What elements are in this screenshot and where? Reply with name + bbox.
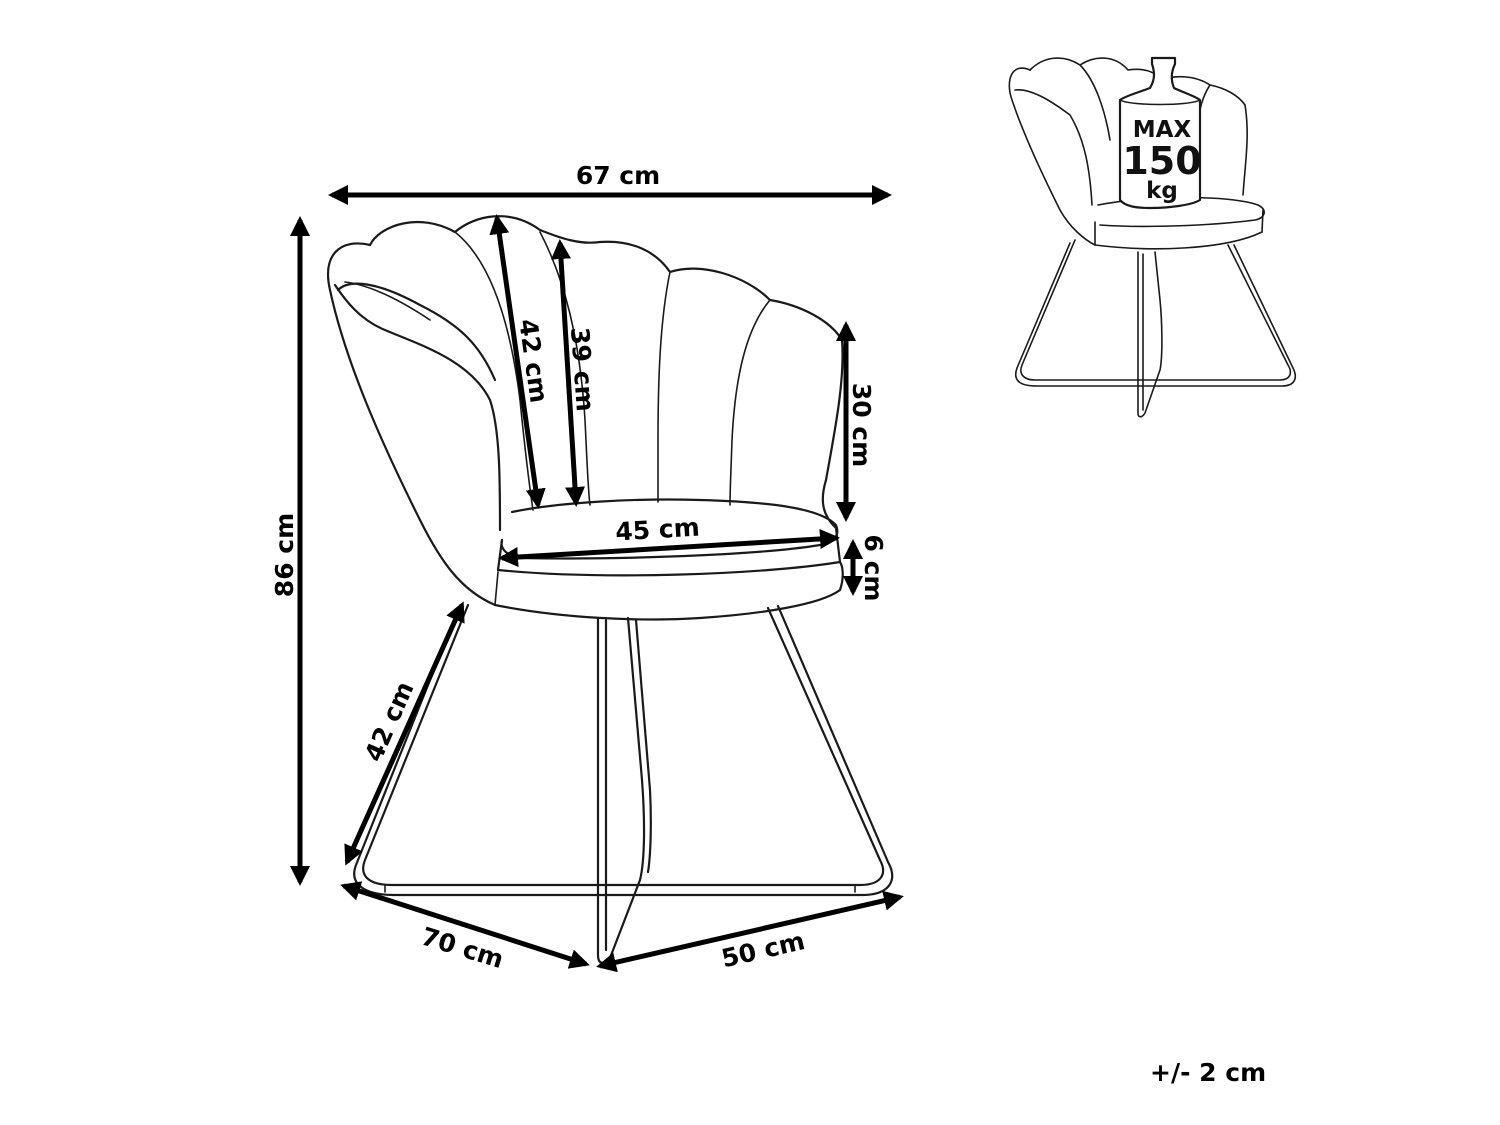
label-depth: 70 cm [418,922,507,974]
dim-line-depth [340,881,590,969]
label-seat-thickness: 6 cm [859,535,888,602]
label-height: 86 cm [270,513,299,597]
label-seat-width: 45 cm [615,513,701,547]
dimension-lines [290,185,904,973]
dim-line-back-inner [551,239,585,507]
load-badge-value: 150 [1122,139,1201,183]
dim-line-seat-width [498,528,840,568]
label-width: 67 cm [576,161,660,190]
load-badge-max: MAX [1133,117,1192,143]
dim-line-base-width [596,890,904,973]
load-badge-unit: kg [1146,178,1178,204]
label-armrest: 30 cm [847,383,876,467]
label-back-inner: 39 cm [565,326,600,412]
dim-line-seat-height [344,601,465,866]
weight-jar-icon [1118,56,1202,210]
dim-line-back-outer [489,214,546,509]
small-chair-drawing: MAX 150 kg [1008,56,1297,418]
main-chair-drawing [327,215,894,964]
tolerance-note: +/- 2 cm [1150,1058,1267,1087]
